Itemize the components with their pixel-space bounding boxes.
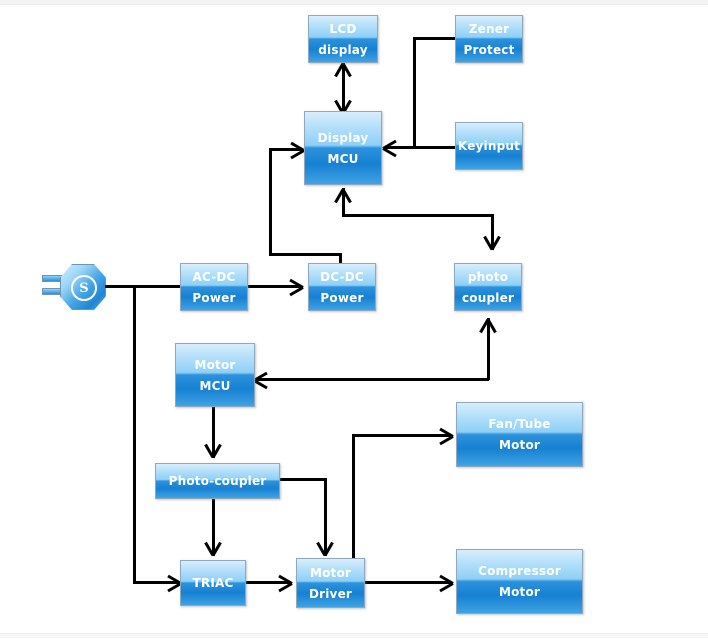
block-triac[interactable]: TRIAC xyxy=(180,560,246,606)
block-motor-driver-line2: Driver xyxy=(308,586,353,601)
block-photo-coupler-top-line2: coupler xyxy=(461,290,515,305)
block-display-mcu[interactable]: Display MCU xyxy=(304,111,382,185)
block-dc-dc-power[interactable]: DC-DC Power xyxy=(308,263,376,311)
connector-dcdc-riser xyxy=(269,148,272,256)
block-zener-protect-line2: Protect xyxy=(463,42,515,57)
block-lcd-display[interactable]: LCD display xyxy=(308,15,378,63)
block-fan-tube-motor-line2: Motor xyxy=(498,438,541,452)
power-plug-icon: S xyxy=(42,264,108,310)
block-zener-protect[interactable]: Zener Protect xyxy=(455,15,523,63)
block-motor-driver[interactable]: Motor Driver xyxy=(296,558,365,608)
connector-photocoupler-to-triac xyxy=(212,496,215,556)
plug-prong-upper-icon xyxy=(42,275,62,282)
connector-dcdc-into-mcu xyxy=(269,148,302,151)
block-ac-dc-power-line1: AC-DC xyxy=(192,269,236,284)
connector-zener-left xyxy=(413,37,460,40)
block-keyinput-line1: Keyinput xyxy=(457,139,521,153)
connector-bus-to-display-mcu xyxy=(342,188,345,216)
block-motor-driver-line1: Motor xyxy=(309,565,352,580)
connector-motormcu-to-photocoupler xyxy=(212,406,215,458)
bottom-edge-strip xyxy=(0,633,708,638)
connector-lcd-display-mcu xyxy=(342,62,345,112)
connector-driver-to-compressor xyxy=(365,581,451,584)
top-edge-strip xyxy=(0,0,708,5)
block-photo-coupler-top-line1: photo xyxy=(467,269,509,284)
connector-dcdc-up xyxy=(339,253,342,269)
block-display-mcu-line2: MCU xyxy=(327,151,359,166)
block-lcd-display-line1: LCD xyxy=(329,21,357,36)
block-photo-coupler-bottom-line1: Photo-coupler xyxy=(168,474,267,488)
block-compressor-motor-line1: Compressor xyxy=(478,564,561,578)
block-keyinput[interactable]: Keyinput xyxy=(455,122,523,170)
block-lcd-display-line2: display xyxy=(318,42,368,57)
connector-power-branch-down xyxy=(133,285,136,583)
block-motor-mcu-line2: MCU xyxy=(199,378,231,393)
block-ac-dc-power[interactable]: AC-DC Power xyxy=(180,263,248,311)
connector-triac-to-motor-driver xyxy=(246,581,290,584)
block-dc-dc-power-line1: DC-DC xyxy=(320,269,364,284)
connector-keyinput-to-display-mcu xyxy=(385,146,457,149)
block-display-mcu-line1: Display xyxy=(317,130,369,145)
block-motor-mcu[interactable]: Motor MCU xyxy=(175,343,255,407)
connector-bus-horizontal xyxy=(342,214,494,217)
connector-photocoupler-down xyxy=(487,318,490,380)
connector-driver-to-fan xyxy=(352,434,451,437)
connector-driver-up xyxy=(352,434,355,560)
block-zener-protect-line1: Zener xyxy=(468,21,510,36)
block-compressor-motor-line2: Motor xyxy=(498,585,541,599)
block-photo-coupler-bottom[interactable]: Photo-coupler xyxy=(155,463,280,499)
connector-bus-to-photocoupler xyxy=(491,214,494,250)
block-fan-tube-motor[interactable]: Fan/Tube Motor xyxy=(456,402,583,467)
plug-prong-lower-icon xyxy=(42,288,62,295)
block-compressor-motor[interactable]: Compressor Motor xyxy=(456,549,583,614)
connector-dcdc-left xyxy=(269,253,342,256)
block-motor-mcu-line1: Motor xyxy=(194,357,236,372)
block-ac-dc-power-line2: Power xyxy=(192,290,236,305)
block-dc-dc-power-line2: Power xyxy=(320,290,364,305)
plug-body-icon xyxy=(60,264,106,310)
connector-photocoupler-down-to-driver xyxy=(324,478,327,556)
connector-photocoupler-right xyxy=(277,478,327,481)
connector-plug-to-acdc xyxy=(105,285,181,288)
connector-power-to-triac xyxy=(133,581,179,584)
block-fan-tube-motor-line1: Fan/Tube xyxy=(488,417,551,431)
connector-acdc-to-dcdc xyxy=(246,285,301,288)
connector-photocoupler-to-motor-mcu xyxy=(256,378,489,381)
connector-zener-down xyxy=(413,37,416,147)
plug-symbol-label: S xyxy=(71,275,97,301)
block-photo-coupler-top[interactable]: photo coupler xyxy=(454,263,522,311)
block-triac-line1: TRIAC xyxy=(192,576,234,590)
